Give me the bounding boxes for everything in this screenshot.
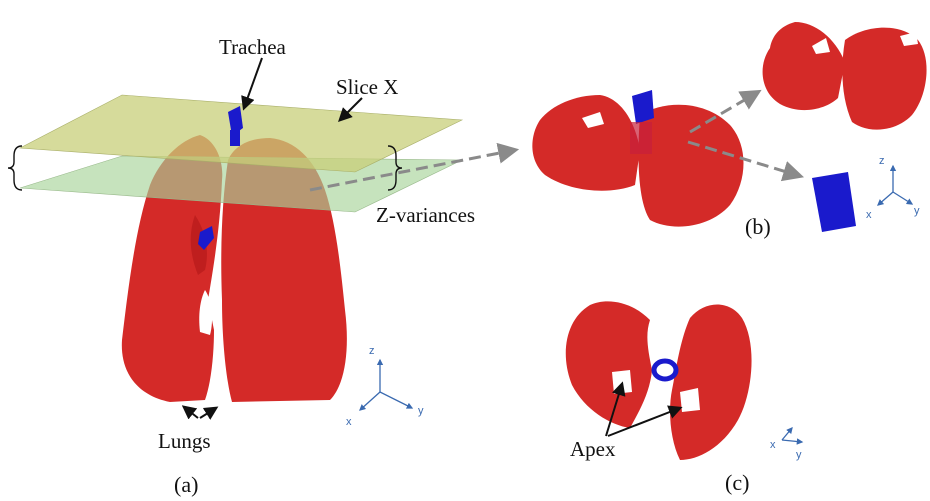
panel-c-caption: (c): [725, 470, 749, 495]
segmented-lung-left: [763, 22, 845, 110]
axes-triad-c: [782, 428, 802, 442]
axis-y-label-a: y: [418, 405, 424, 417]
axis-z-label-a: z: [369, 345, 375, 357]
z-variance-bracket-left: [8, 146, 22, 190]
lungs-arrow-right: [200, 408, 216, 418]
segmented-lungs-model: [763, 22, 927, 130]
axis-x-label-a: x: [346, 416, 352, 428]
panel-b-caption: (b): [745, 214, 771, 239]
panel-b: z y x (b): [532, 22, 926, 239]
axis-y-label-c: y: [796, 449, 802, 461]
apex-lung-right: [670, 305, 751, 461]
sliced-trachea: [632, 90, 654, 124]
apex-lung-left: [566, 301, 652, 428]
axis-x-label-c: x: [770, 439, 776, 451]
axis-y-label-b: y: [914, 205, 920, 217]
apex-label: Apex: [570, 437, 616, 461]
lungs-arrow-left: [184, 407, 198, 418]
axis-z-label-b: z: [879, 155, 885, 167]
apex-hole-left: [612, 370, 632, 394]
slice-x-label: Slice X: [336, 75, 398, 99]
axes-triad-b: [878, 166, 912, 205]
sliced-lung-right: [638, 105, 743, 227]
sliced-lungs-model: [532, 90, 743, 227]
trachea-stem: [230, 130, 240, 146]
sliced-lung-left: [532, 95, 640, 191]
segmented-trachea-model: [812, 172, 856, 232]
sliced-trachea-lower: [630, 122, 652, 154]
panel-c: x y Apex (c): [566, 301, 802, 495]
axes-triad-a: [360, 360, 412, 410]
lungs-label: Lungs: [158, 429, 211, 453]
apex-trachea-ring: [654, 361, 676, 379]
z-variances-label: Z-variances: [376, 203, 475, 227]
apex-hole-right: [680, 388, 700, 412]
trachea-pointer-arrow: [244, 58, 262, 108]
axis-x-label-b: x: [866, 209, 872, 221]
panel-a: z y x Trachea Slice X Z-variances Lungs …: [8, 35, 475, 497]
segmented-trachea: [812, 172, 856, 232]
panel-a-caption: (a): [174, 472, 198, 497]
trachea-label: Trachea: [219, 35, 287, 59]
